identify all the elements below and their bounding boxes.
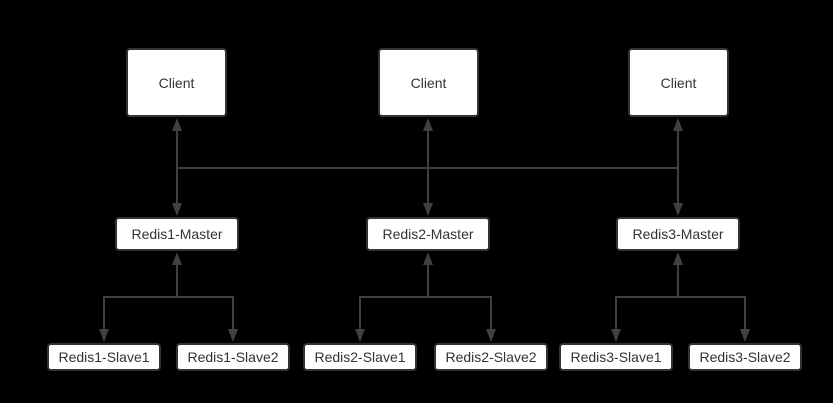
arrowhead-up-client-2 bbox=[423, 118, 433, 131]
node-redis3-master-label: Redis3-Master bbox=[632, 226, 724, 242]
node-redis1-slave2: Redis1-Slave2 bbox=[176, 343, 290, 371]
arrowhead-down-slave-2-2 bbox=[486, 329, 496, 342]
arrowhead-down-master-3 bbox=[673, 203, 683, 216]
node-client-3: Client bbox=[628, 48, 729, 117]
arrowhead-down-master-2 bbox=[423, 203, 433, 216]
node-redis3-slave1: Redis3-Slave1 bbox=[559, 343, 673, 371]
node-client-1: Client bbox=[126, 48, 227, 117]
node-redis3-slave2-label: Redis3-Slave2 bbox=[699, 349, 791, 365]
arrowhead-down-slave-1-2 bbox=[228, 329, 238, 342]
node-redis1-slave2-label: Redis1-Slave2 bbox=[187, 349, 279, 365]
node-redis2-slave1-label: Redis2-Slave1 bbox=[314, 349, 406, 365]
node-client-2-label: Client bbox=[410, 74, 447, 91]
arrowhead-up-master-3 bbox=[673, 252, 683, 265]
arrowhead-up-client-1 bbox=[172, 118, 182, 131]
arrowhead-down-slave-3-2 bbox=[740, 329, 750, 342]
node-redis3-slave1-label: Redis3-Slave1 bbox=[570, 349, 662, 365]
node-redis2-master-label: Redis2-Master bbox=[382, 226, 474, 242]
node-client-1-label: Client bbox=[158, 74, 195, 91]
node-redis2-master: Redis2-Master bbox=[366, 217, 490, 251]
node-redis1-slave1: Redis1-Slave1 bbox=[47, 343, 161, 371]
node-client-3-label: Client bbox=[660, 74, 697, 91]
arrowhead-down-slave-3-1 bbox=[611, 329, 621, 342]
arrowhead-up-master-2 bbox=[423, 252, 433, 265]
node-redis1-slave1-label: Redis1-Slave1 bbox=[58, 349, 150, 365]
node-redis2-slave2-label: Redis2-Slave2 bbox=[445, 349, 537, 365]
arrowhead-down-master-1 bbox=[172, 203, 182, 216]
node-redis3-master: Redis3-Master bbox=[616, 217, 740, 251]
node-redis2-slave1: Redis2-Slave1 bbox=[303, 343, 417, 371]
arrowhead-down-slave-1-1 bbox=[99, 329, 109, 342]
node-client-2: Client bbox=[378, 48, 479, 117]
node-redis2-slave2: Redis2-Slave2 bbox=[434, 343, 548, 371]
arrowhead-up-client-3 bbox=[673, 118, 683, 131]
node-redis3-slave2: Redis3-Slave2 bbox=[688, 343, 802, 371]
node-redis1-master: Redis1-Master bbox=[115, 217, 239, 251]
arrowhead-down-slave-2-1 bbox=[355, 329, 365, 342]
node-redis1-master-label: Redis1-Master bbox=[131, 226, 223, 242]
arrowhead-up-master-1 bbox=[172, 252, 182, 265]
